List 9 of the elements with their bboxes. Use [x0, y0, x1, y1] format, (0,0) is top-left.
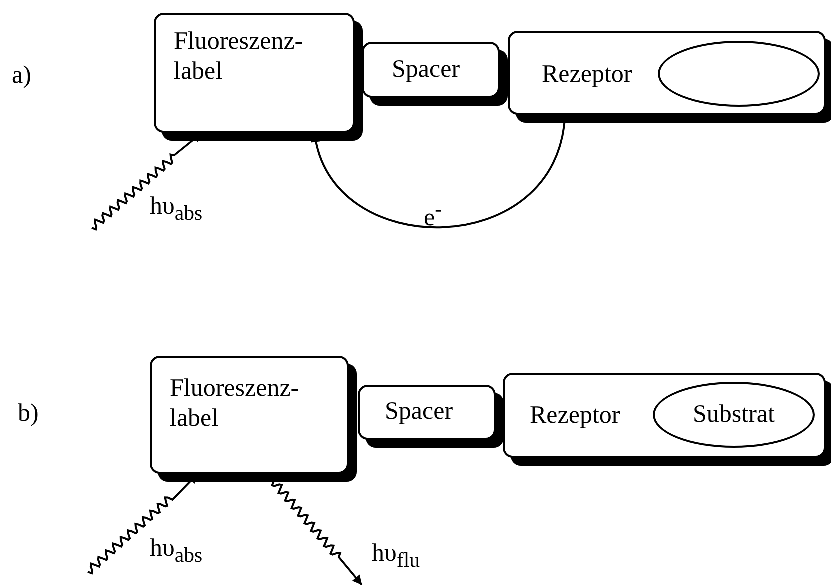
node-label: Substrat: [693, 401, 775, 429]
node-label: Rezeptor: [530, 401, 620, 431]
node-label: Fluoreszenz-label: [174, 27, 304, 87]
panel-label: b): [18, 400, 39, 428]
node-label: Spacer: [392, 55, 460, 85]
node-label: Spacer: [385, 397, 454, 427]
panel-label: a): [12, 62, 32, 90]
node-label: Rezeptor: [542, 60, 632, 90]
node-label: Fluoreszenz-label: [170, 374, 300, 434]
